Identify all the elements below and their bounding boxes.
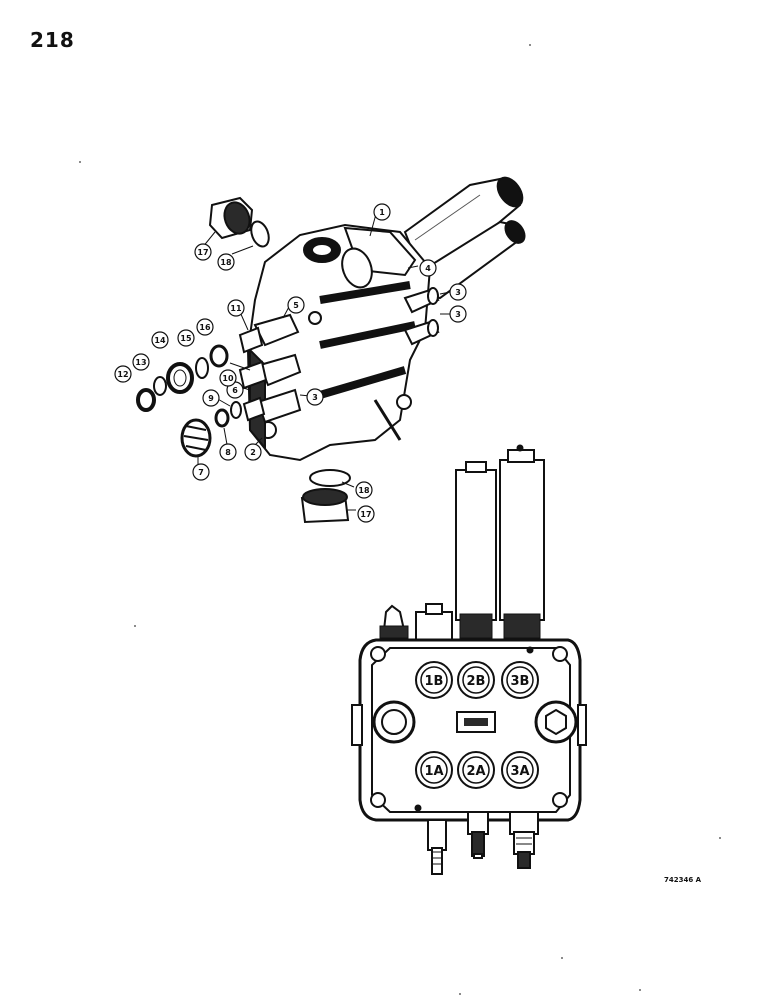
callout-label: 10 bbox=[222, 374, 234, 383]
solenoid-right bbox=[499, 444, 545, 639]
spool-end-1 bbox=[403, 287, 440, 314]
callout-label: 8 bbox=[225, 448, 231, 457]
callout-circle bbox=[355, 481, 373, 499]
top-fittings bbox=[379, 603, 453, 641]
scan-specks bbox=[79, 44, 721, 995]
o-ring-9 bbox=[230, 401, 242, 419]
callout-label: 17 bbox=[197, 248, 208, 257]
valve-front-view: 1B 2B 3B 1A 2A 3A bbox=[351, 444, 587, 875]
callout-label: 15 bbox=[180, 334, 192, 343]
callout-circle bbox=[132, 353, 150, 371]
callout-label: 13 bbox=[135, 358, 146, 367]
o-ring-18-top bbox=[250, 220, 270, 248]
o-ring-18-bottom bbox=[309, 469, 351, 487]
o-ring-15 bbox=[195, 357, 209, 379]
callout-circle bbox=[449, 305, 467, 323]
callout-label: 3 bbox=[455, 288, 461, 297]
port-face bbox=[420, 666, 448, 694]
callout-label: 5 bbox=[293, 301, 299, 310]
callout-label: 7 bbox=[198, 468, 204, 477]
plug-17-bottom bbox=[300, 488, 350, 524]
callout-circle bbox=[306, 388, 324, 406]
callout-label: 16 bbox=[199, 323, 211, 332]
callout-label: 3 bbox=[455, 310, 461, 319]
callout-label: 9 bbox=[208, 394, 214, 403]
callout-label: 11 bbox=[230, 304, 242, 313]
fitting-7 bbox=[180, 418, 212, 458]
callout-circle bbox=[114, 365, 132, 383]
port-layer: 1B 2B 3B 1A 2A 3A bbox=[415, 661, 539, 789]
callout-circle bbox=[217, 253, 235, 271]
port-label-3a: 3A bbox=[510, 764, 529, 779]
callout-label: 4 bbox=[425, 264, 431, 273]
figure-code: 742346 A bbox=[664, 876, 702, 884]
callout-label: 2 bbox=[250, 448, 256, 457]
callout-circle bbox=[373, 203, 391, 221]
washer-8 bbox=[214, 408, 230, 428]
callout-circle bbox=[449, 283, 467, 301]
port-face bbox=[462, 666, 490, 694]
port-label-2b: 2B bbox=[467, 674, 486, 689]
callout-circle bbox=[227, 299, 245, 317]
bottom-fittings bbox=[427, 811, 539, 875]
callout-circle bbox=[194, 243, 212, 261]
solenoid-left bbox=[455, 461, 497, 639]
callout-circle bbox=[177, 329, 195, 347]
callout-label: 3 bbox=[312, 393, 318, 402]
port-face bbox=[506, 756, 534, 784]
callout-circle bbox=[196, 318, 214, 336]
port-label-3b: 3B bbox=[511, 674, 530, 689]
callout-label: 17 bbox=[360, 510, 371, 519]
o-ring-13 bbox=[153, 376, 167, 396]
callout-circle bbox=[357, 505, 375, 523]
spool-end-2 bbox=[403, 319, 440, 346]
washer-16 bbox=[209, 344, 229, 368]
page-number: 218 bbox=[30, 28, 75, 52]
callout-label: 6 bbox=[232, 386, 238, 395]
callout-circle bbox=[287, 296, 305, 314]
plug-17-top bbox=[208, 196, 254, 240]
callout-label: 12 bbox=[117, 370, 128, 379]
callout-label: 1 bbox=[379, 208, 385, 217]
left-spool-2 bbox=[238, 353, 302, 390]
callout-circle bbox=[151, 331, 169, 349]
valve-body bbox=[246, 223, 432, 462]
callout-circle bbox=[244, 443, 262, 461]
callout-circle bbox=[219, 443, 237, 461]
callout-label: 18 bbox=[358, 486, 370, 495]
callout-label: 18 bbox=[220, 258, 232, 267]
port-label-1a: 1A bbox=[424, 764, 443, 779]
port-face bbox=[420, 756, 448, 784]
callout-circle bbox=[202, 389, 220, 407]
port-label-2a: 2A bbox=[466, 764, 485, 779]
ring-12 bbox=[136, 388, 156, 412]
port-face bbox=[462, 756, 490, 784]
left-spool-1 bbox=[238, 313, 300, 354]
callout-label: 14 bbox=[154, 336, 166, 345]
callout-circle bbox=[419, 259, 437, 277]
port-face bbox=[506, 666, 534, 694]
port-label-1b: 1B bbox=[425, 674, 444, 689]
left-spool-3 bbox=[242, 388, 302, 424]
callout-circle bbox=[219, 369, 237, 387]
callout-circle bbox=[192, 463, 210, 481]
